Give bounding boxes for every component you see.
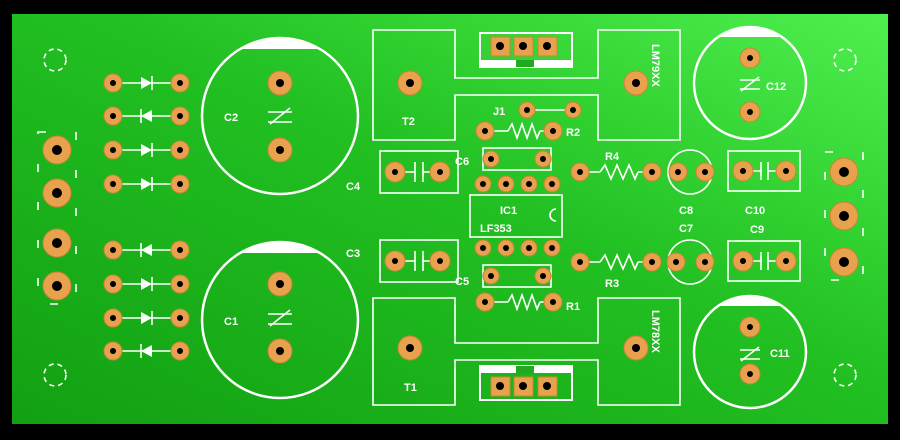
- connector-right: [824, 151, 864, 281]
- label-t2: T2: [402, 116, 415, 128]
- label-c12: C12: [766, 81, 786, 93]
- label-c3: C3: [346, 248, 360, 260]
- connector-left-pin: [42, 135, 72, 165]
- capacitor-c8: C8: [667, 149, 715, 217]
- label-r4: R4: [605, 151, 620, 163]
- capacitor-c3: C3: [346, 239, 459, 283]
- mounting-hole-top-left: [43, 48, 67, 72]
- regulator-t1-heatsink-outline: [372, 297, 681, 406]
- capacitor-c6: C6: [455, 147, 552, 171]
- board-surface: [12, 14, 888, 424]
- mounting-hole-top-right: [833, 48, 857, 72]
- capacitor-c1: C1: [200, 240, 360, 400]
- regulator-t1: T1 LM78XX: [372, 297, 681, 406]
- label-c8: C8: [679, 205, 693, 217]
- capacitor-c7: C7: [666, 223, 715, 285]
- label-c6: C6: [455, 156, 469, 168]
- label-lm79xx: LM79XX: [649, 44, 661, 87]
- label-c5: C5: [455, 276, 469, 288]
- label-r1: R1: [566, 301, 580, 313]
- connector-left: [37, 131, 77, 305]
- capacitor-c2-polarity-band: [240, 37, 320, 49]
- resistor-r1: R1: [475, 292, 580, 313]
- capacitor-c5: C5: [455, 264, 552, 288]
- mounting-hole-bottom-right: [833, 363, 857, 387]
- label-r2: R2: [566, 127, 580, 139]
- diode: [103, 140, 190, 160]
- mounting-hole-bottom-left: [43, 363, 67, 387]
- label-c7: C7: [679, 223, 693, 235]
- label-t1: T1: [404, 382, 417, 394]
- capacitor-c2: C2: [200, 36, 360, 196]
- diode: [103, 73, 190, 93]
- regulator-t2: T2 LM79XX: [372, 29, 681, 141]
- ic1-lf353: IC1 LF353: [469, 175, 563, 257]
- capacitor-c4: C4: [346, 150, 459, 194]
- label-lm78xx: LM78XX: [649, 310, 661, 353]
- capacitor-c11-polarity-band: [718, 295, 782, 306]
- diodes-lower: [103, 240, 190, 361]
- label-c2: C2: [224, 112, 238, 124]
- connector-left-pin: [42, 228, 72, 258]
- diodes-upper: [103, 73, 190, 194]
- connector-right-pin: [829, 247, 859, 277]
- connector-right-pin: [829, 201, 859, 231]
- capacitor-c9: C9: [727, 224, 801, 282]
- connector-left-outline: [37, 131, 77, 305]
- connector-right-pin: [829, 157, 859, 187]
- capacitor-c10: C10: [727, 150, 801, 217]
- label-r3: R3: [605, 278, 619, 290]
- connector-left-pin: [42, 178, 72, 208]
- capacitor-c11: C11: [692, 294, 808, 410]
- resistor-r3: R3: [570, 252, 662, 290]
- connector-left-pin: [42, 271, 72, 301]
- diode: [103, 174, 190, 194]
- label-lf353: LF353: [480, 223, 512, 235]
- resistor-r4: R4: [570, 151, 662, 182]
- regulator-t2-heatsink-outline: [372, 29, 681, 141]
- diode: [103, 308, 190, 328]
- label-c11: C11: [770, 348, 790, 360]
- capacitor-c12-polarity-band: [718, 26, 782, 37]
- mounting-holes: [43, 48, 857, 387]
- label-ic1: IC1: [500, 205, 517, 217]
- resistor-r2: R2: [475, 121, 580, 141]
- label-j1: J1: [493, 106, 505, 118]
- capacitor-c12: C12: [692, 25, 808, 141]
- diode: [103, 240, 190, 260]
- jumper-j1: J1: [493, 101, 582, 119]
- label-c10: C10: [745, 205, 765, 217]
- capacitor-c1-polarity-band: [240, 241, 320, 253]
- ic1-outline: [469, 194, 563, 238]
- label-c9: C9: [750, 224, 764, 236]
- diode: [103, 341, 190, 361]
- diode: [103, 106, 190, 126]
- connector-right-outline: [824, 151, 864, 281]
- diode: [103, 274, 190, 294]
- label-c1: C1: [224, 316, 238, 328]
- label-c4: C4: [346, 181, 361, 193]
